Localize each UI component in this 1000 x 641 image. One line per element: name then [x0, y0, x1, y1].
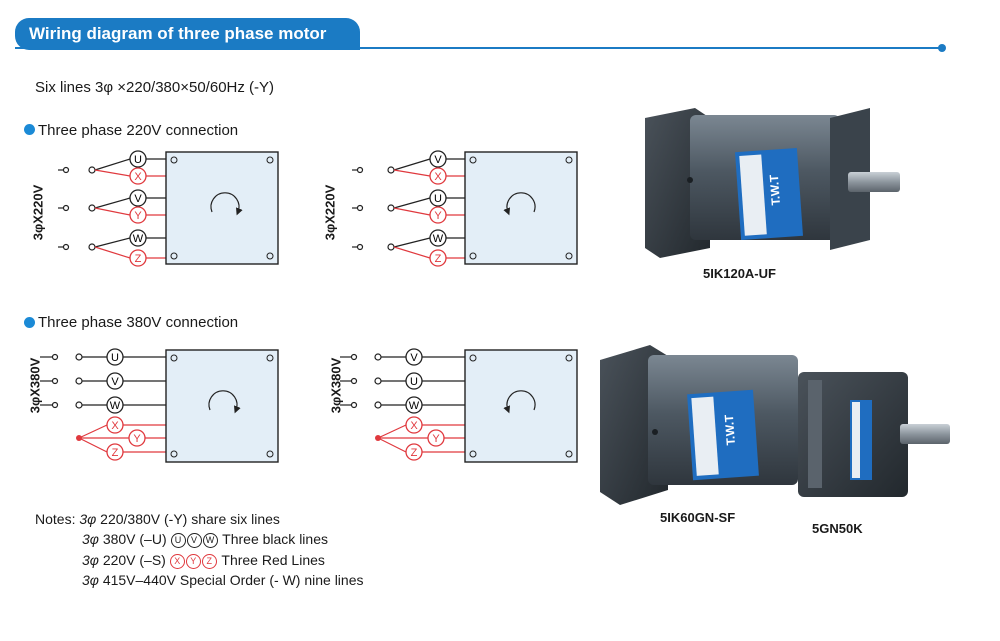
- svg-text:X: X: [410, 420, 418, 432]
- notes-line-1: Notes: 3φ 220/380V (-Y) share six lines: [35, 511, 280, 527]
- motor-image-5ik120a-uf: [645, 108, 900, 258]
- svg-text:W: W: [433, 233, 444, 245]
- bullet-380: [24, 317, 35, 328]
- terminal-220a-Y: Y: [129, 206, 147, 224]
- notes-heading: Notes:: [35, 511, 76, 527]
- terminal-380a-V: V: [106, 372, 124, 390]
- terminal-220a-W: W: [129, 229, 147, 247]
- svg-text:Z: Z: [112, 447, 119, 459]
- brand-labels: T.W.T T.W.T: [722, 174, 783, 446]
- svg-text:Y: Y: [432, 433, 440, 445]
- terminal-220a-Z: Z: [129, 249, 147, 267]
- notes-text: 415V–440V Special Order (- W) nine lines: [102, 572, 364, 588]
- svg-text:V: V: [134, 193, 142, 205]
- terminal-380b-Z: Z: [405, 443, 423, 461]
- svg-text:Y: Y: [134, 210, 142, 222]
- terminal-380a-Z: Z: [106, 443, 124, 461]
- svg-text:W: W: [110, 400, 121, 412]
- product-label-5ik120a-uf: 5IK120A-UF: [703, 266, 776, 281]
- terminal-380b-Y: Y: [427, 429, 445, 447]
- svg-text:U: U: [410, 376, 418, 388]
- diagram-380-forward: [40, 349, 279, 463]
- section-380-title: Three phase 380V connection: [38, 314, 239, 331]
- brand-label-2: T.W.T: [722, 414, 738, 446]
- terminal-380b-V: V: [405, 348, 423, 366]
- header-rule: [15, 47, 943, 49]
- svg-text:V: V: [111, 376, 119, 388]
- terminal-380a-W: W: [106, 396, 124, 414]
- gearbox-image-5gn50k: [798, 372, 950, 497]
- notes-line-4: 3φ 415V–440V Special Order (- W) nine li…: [82, 572, 364, 588]
- terminal-380a-Y: Y: [128, 429, 146, 447]
- terminal-220b-Z: Z: [429, 249, 447, 267]
- notes-prefix: 3φ: [82, 531, 99, 547]
- section-title: Wiring diagram of three phase motor: [15, 18, 360, 50]
- diagram-220-reverse: [352, 151, 578, 265]
- svg-text:Z: Z: [411, 447, 418, 459]
- svg-text:V: V: [410, 352, 418, 364]
- note-terminal-X: X: [169, 554, 185, 569]
- notes-prefix: 3φ: [79, 511, 97, 527]
- svg-text:X: X: [434, 171, 442, 183]
- svg-text:W: W: [409, 400, 420, 412]
- svg-text:Z: Z: [135, 253, 142, 265]
- terminal-220b-Y: Y: [429, 206, 447, 224]
- diagram-380-reverse: [340, 349, 578, 463]
- brand-label-1: T.W.T: [767, 174, 783, 206]
- terminal-220a-X: X: [129, 167, 147, 185]
- terminal-220b-V: V: [429, 150, 447, 168]
- terminal-380a-X: X: [106, 416, 124, 434]
- svg-text:X: X: [134, 171, 142, 183]
- notes-suffix: Three Red Lines: [221, 552, 325, 568]
- svg-text:U: U: [434, 193, 442, 205]
- terminal-220b-U: U: [429, 189, 447, 207]
- svg-text:Y: Y: [133, 433, 141, 445]
- terminal-380b-X: X: [405, 416, 423, 434]
- bullet-220: [24, 124, 35, 135]
- motor-image-5ik60gn-sf: [600, 345, 798, 505]
- notes-prefix: 3φ: [82, 552, 99, 568]
- product-label-5ik60gn-sf: 5IK60GN-SF: [660, 510, 736, 525]
- notes-text: 220V (–S): [102, 552, 166, 568]
- svg-text:W: W: [133, 233, 144, 245]
- terminal-380b-W: W: [405, 396, 423, 414]
- spec-line: Six lines 3φ ×220/380×50/60Hz (-Y): [35, 79, 275, 96]
- svg-text:U: U: [111, 352, 119, 364]
- terminal-220a-V: V: [129, 189, 147, 207]
- note-terminal-U: U: [170, 533, 186, 548]
- svg-text:V: V: [434, 154, 442, 166]
- product-label-5gn50k: 5GN50K: [812, 521, 863, 536]
- svg-text:X: X: [111, 420, 119, 432]
- terminal-380b-U: U: [405, 372, 423, 390]
- terminal-circles: U X V Y W Z V X U Y W Z U V W X Y Z V U …: [106, 150, 447, 461]
- header-dot: [938, 44, 946, 52]
- svg-text:Y: Y: [434, 210, 442, 222]
- note-terminal-W: W: [202, 533, 218, 548]
- terminal-220b-W: W: [429, 229, 447, 247]
- terminal-220a-U: U: [129, 150, 147, 168]
- svg-text:U: U: [134, 154, 142, 166]
- section-220-title: Three phase 220V connection: [38, 122, 239, 139]
- note-terminal-Z: Z: [201, 554, 217, 569]
- note-terminal-Y: Y: [185, 554, 201, 569]
- notes-prefix: 3φ: [82, 572, 99, 588]
- terminal-380a-U: U: [106, 348, 124, 366]
- terminal-220b-X: X: [429, 167, 447, 185]
- notes-text: 380V (–U): [102, 531, 167, 547]
- diagram-220-forward: [58, 151, 279, 265]
- svg-text:Z: Z: [435, 253, 442, 265]
- notes-suffix: Three black lines: [222, 531, 328, 547]
- notes-text: 220/380V (-Y) share six lines: [100, 511, 280, 527]
- note-terminal-V: V: [186, 533, 202, 548]
